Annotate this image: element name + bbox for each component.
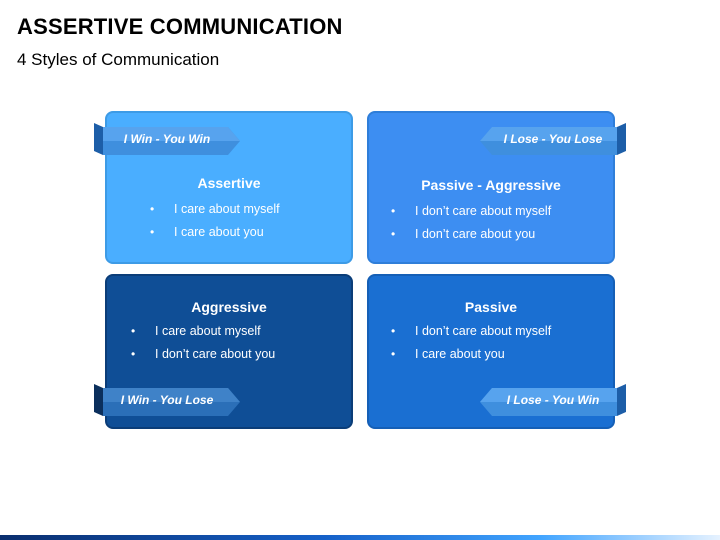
- page-subtitle: 4 Styles of Communication: [17, 50, 220, 69]
- bullet-icon: •: [391, 324, 396, 338]
- ribbon-arrow-right-icon: [94, 384, 240, 416]
- list-item: •I care about you: [150, 225, 264, 239]
- list-item: •I care about myself: [150, 202, 280, 216]
- ribbon-win-lose: I Win - You Lose: [94, 384, 240, 416]
- quadrant-heading: Assertive: [197, 175, 261, 191]
- bullet-list: •I don’t care about myself •I don’t care…: [391, 203, 551, 249]
- list-item: •I care about you: [391, 347, 505, 361]
- ribbon-label: I Win - You Lose: [120, 393, 214, 407]
- quadrant-heading: Aggressive: [191, 299, 267, 315]
- list-item: •I don’t care about you: [391, 227, 536, 241]
- bullet-icon: •: [150, 225, 155, 239]
- ribbon-arrow-left-icon: [480, 123, 626, 155]
- bullet-list: •I care about myself •I don’t care about…: [131, 323, 275, 369]
- list-item: •I don’t care about myself: [391, 204, 552, 218]
- bullet-icon: •: [131, 324, 136, 338]
- ribbon-label: I Lose - You Lose: [503, 132, 603, 146]
- list-item: •I don’t care about you: [131, 347, 276, 361]
- bullet-icon: •: [150, 202, 155, 216]
- ribbon-lose-lose: I Lose - You Lose: [480, 123, 626, 155]
- page-title: ASSERTIVE COMMUNICATION: [17, 14, 343, 39]
- bullet-list: •I care about myself •I care about you: [150, 201, 280, 247]
- quadrant-heading: Passive - Aggressive: [421, 177, 561, 193]
- quadrant-heading: Passive: [464, 299, 518, 315]
- footer-gradient-bar: [0, 535, 720, 540]
- ribbon-arrow-right-icon: [94, 123, 240, 155]
- ribbon-win-win: I Win - You Win: [94, 123, 240, 155]
- ribbon-arrow-left-icon: [480, 384, 626, 416]
- bullet-icon: •: [391, 204, 396, 218]
- bullet-icon: •: [131, 347, 136, 361]
- list-item: •I care about myself: [131, 324, 261, 338]
- ribbon-label: I Lose - You Win: [506, 393, 600, 407]
- list-item: •I don’t care about myself: [391, 324, 552, 338]
- ribbon-lose-win: I Lose - You Win: [480, 384, 626, 416]
- ribbon-label: I Win - You Win: [123, 132, 211, 146]
- bullet-list: •I don’t care about myself •I care about…: [391, 323, 551, 369]
- bullet-icon: •: [391, 227, 396, 241]
- bullet-icon: •: [391, 347, 396, 361]
